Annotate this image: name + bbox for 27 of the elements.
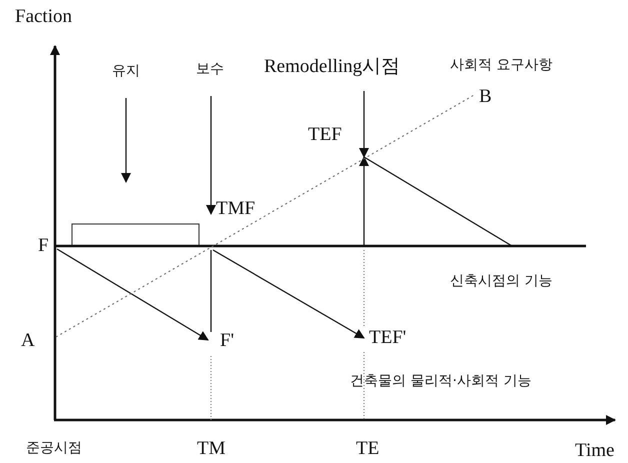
- arrow: [359, 156, 369, 246]
- arrow: [206, 96, 216, 215]
- point-label: A: [21, 331, 56, 351]
- point-label: B: [475, 87, 497, 107]
- curve-label: 건축물의 물리적·사회적 기능: [350, 374, 532, 388]
- arrow: [56, 248, 209, 341]
- axis-label: Time: [575, 441, 614, 460]
- line: [364, 156, 512, 247]
- tick-label: TE: [356, 439, 380, 458]
- curve-label: 사회적 요구사항: [450, 58, 552, 72]
- phase-label: 유지: [112, 64, 142, 97]
- arrow: [359, 91, 369, 158]
- dotted-line: [56, 94, 474, 338]
- point-label: TMF: [213, 199, 253, 250]
- tick-label: 준공시점: [26, 441, 82, 455]
- point-label: F: [36, 236, 56, 250]
- axis-label: Faction: [15, 7, 72, 26]
- point-label: TEF': [365, 328, 415, 348]
- phase-label: 보수: [196, 62, 228, 95]
- phase-label: Remodelling시점: [264, 57, 436, 90]
- arrow: [121, 98, 131, 183]
- tick-label: TM: [197, 439, 226, 458]
- point-label: TEF: [308, 125, 363, 159]
- curve-label: 신축시점의 기능: [450, 274, 552, 288]
- line: [210, 250, 212, 332]
- arrow: [212, 249, 365, 339]
- point-label: F': [209, 331, 239, 351]
